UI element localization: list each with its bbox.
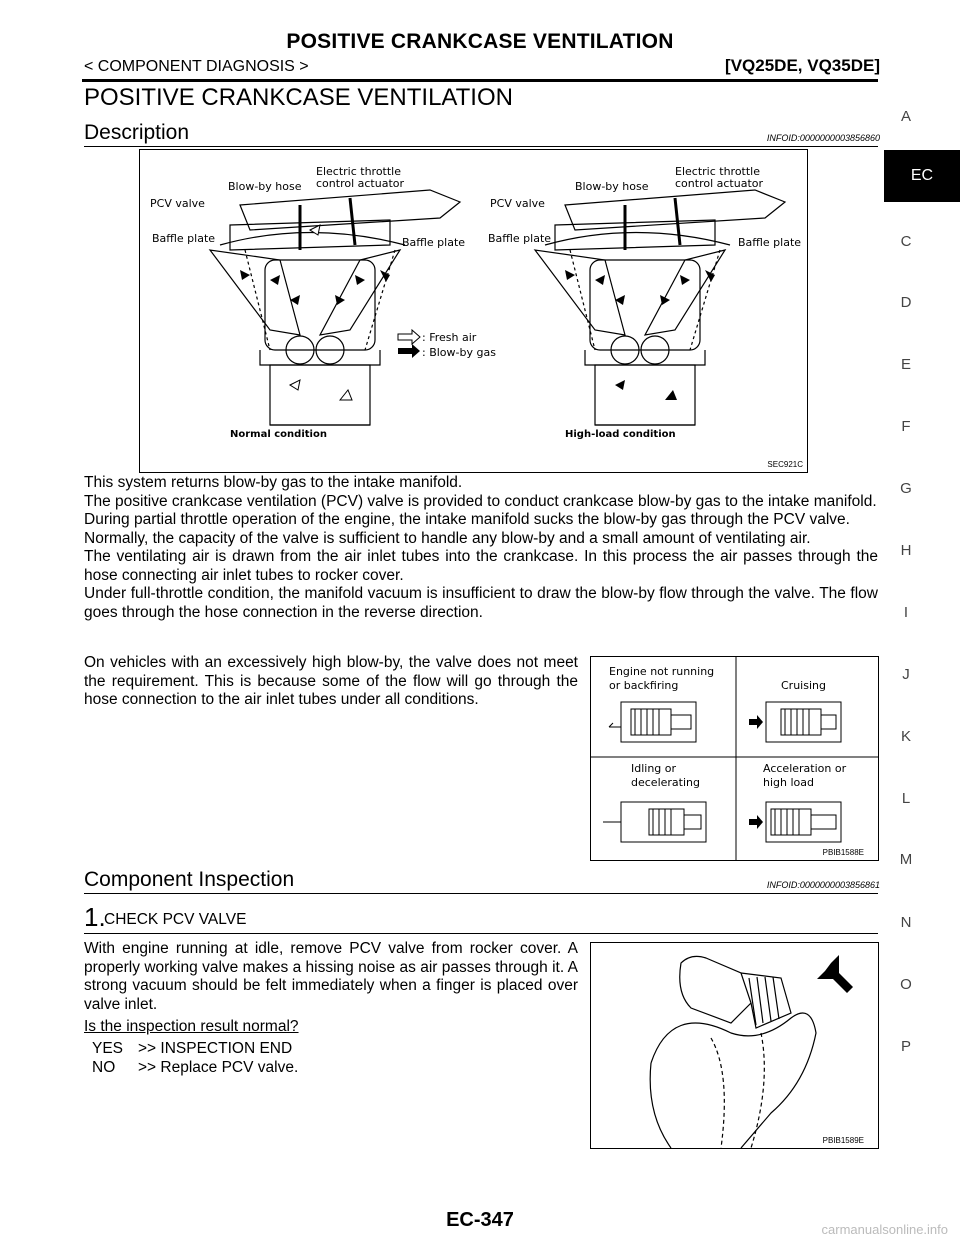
label-baffle-left-2: Baffle plate [402,236,465,249]
desc-paragraph-4: Normally, the capacity of the valve is s… [84,529,811,547]
label-high-load-condition: High-load condition [565,429,676,440]
side-index-p[interactable]: P [900,1038,911,1055]
direction-arrow-icon [817,955,853,993]
airflow-arrows-left-outline [288,224,353,401]
q4-label-2: high load [763,776,814,789]
side-index-j[interactable]: J [902,666,910,683]
no-action: >> Replace PCV valve. [138,1059,299,1076]
q2-label: Cruising [781,679,826,692]
label-etca-right-2: control actuator [675,177,763,190]
breadcrumb: < COMPONENT DIAGNOSIS > [84,58,309,75]
label-etca-left-2: control actuator [316,177,404,190]
side-index-e[interactable]: E [900,356,911,373]
valve-q2 [765,701,842,743]
inspection-question: Is the inspection result normal? [84,1018,299,1035]
side-index-ec-active[interactable]: EC [884,150,960,202]
side-index-c[interactable]: C [900,233,912,250]
valve-q1 [608,701,697,743]
pcv-valve-states-diagram: Engine not running or backfiring Cruisin… [591,657,878,860]
side-index-a[interactable]: A [900,108,911,125]
step-number: 1. [84,902,106,932]
desc-paragraph-5: The ventilating air is drawn from the ai… [84,548,878,584]
desc-paragraph-7: On vehicles with an excessively high blo… [84,654,578,708]
yes-label: YES [92,1040,124,1057]
model-label: [VQ25DE, VQ35DE] [725,56,880,75]
pcv-finger-check-figure: PBIB1589E [590,942,879,1149]
label-normal-condition: Normal condition [230,429,327,440]
desc-paragraph-1: This system returns blow-by gas to the i… [84,474,463,491]
valve-q4 [765,801,842,843]
q1-label-1: Engine not running [609,665,714,678]
figure1-code: SEC921C [767,460,803,469]
q1-label-2: or backfiring [609,679,678,692]
label-pcv-valve-left: PCV valve [150,197,205,210]
description-rule [84,146,878,147]
airflow-arrows-right [565,270,715,400]
desc-paragraph-3: During partial throttle operation of the… [84,511,850,528]
header-rule [82,79,878,82]
side-index-f[interactable]: F [901,418,911,435]
engine-right-drawing [533,189,787,426]
figure2-code: PBIB1588E [822,848,864,857]
valve-q3 [603,801,707,843]
label-baffle-right-2: Baffle plate [738,236,801,249]
component-heading: Component Inspection [84,868,295,891]
legend-fresh-air: : Fresh air [422,331,477,344]
desc-paragraph-2: The positive crankcase ventilation (PCV)… [84,492,877,510]
page-number: EC-347 [446,1209,514,1231]
page-heading: POSITIVE CRANKCASE VENTILATION [84,84,513,111]
pcv-system-diagram: Blow-by hose Electric throttle control a… [150,165,801,440]
side-index-d[interactable]: D [900,294,912,311]
side-index-g[interactable]: G [900,480,912,497]
side-index-l[interactable]: L [901,790,911,807]
step-title: CHECK PCV VALVE [104,911,247,928]
q4-arrow-icon [749,815,763,829]
side-index-n[interactable]: N [900,914,912,931]
header-title: POSITIVE CRANKCASE VENTILATION [286,30,674,53]
component-rule [84,893,878,894]
figure3-code: PBIB1589E [822,1136,864,1145]
legend-blowby-gas: : Blow-by gas [422,346,496,359]
desc-paragraph-6: Under full-throttle condition, the manif… [84,585,878,621]
blowby-gas-arrow-icon [398,344,420,358]
side-index-o[interactable]: O [900,976,912,993]
label-etca-left-1: Electric throttle [316,165,401,178]
side-index-m[interactable]: M [899,851,913,868]
description-heading: Description [84,121,190,144]
step-text: With engine running at idle, remove PCV … [84,940,578,1013]
q4-label-1: Acceleration or [763,762,847,775]
fresh-air-arrow-icon [397,328,421,346]
no-label: NO [92,1059,116,1076]
pcv-finger-check-diagram [649,955,853,1149]
label-baffle-left-1: Baffle plate [152,232,215,245]
description-text: This system returns blow-by gas to the i… [84,474,878,622]
airflow-arrows-left [240,270,390,305]
pcv-system-figure: Blow-by hose Electric throttle control a… [139,149,808,473]
label-etca-right-1: Electric throttle [675,165,760,178]
description-infoid: INFOID:0000000003856860 [766,133,880,143]
watermark: carmanualsonline.info [821,1222,948,1237]
q2-arrow-icon [749,715,763,729]
step-rule [84,933,878,934]
q3-label-2: decelerating [631,776,700,789]
label-baffle-right-1: Baffle plate [488,232,551,245]
q3-label-1: Idling or [631,762,677,775]
engine-left-drawing [208,189,462,426]
component-infoid: INFOID:0000000003856861 [766,880,880,890]
label-blowby-hose-left: Blow-by hose [228,180,302,193]
side-index-i[interactable]: I [903,604,909,621]
label-blowby-hose-right: Blow-by hose [575,180,649,193]
side-index-h[interactable]: H [900,542,912,559]
label-pcv-valve-right: PCV valve [490,197,545,210]
pcv-valve-states-figure: Engine not running or backfiring Cruisin… [590,656,879,861]
side-index-k[interactable]: K [900,728,911,745]
yes-action: >> INSPECTION END [138,1040,293,1057]
